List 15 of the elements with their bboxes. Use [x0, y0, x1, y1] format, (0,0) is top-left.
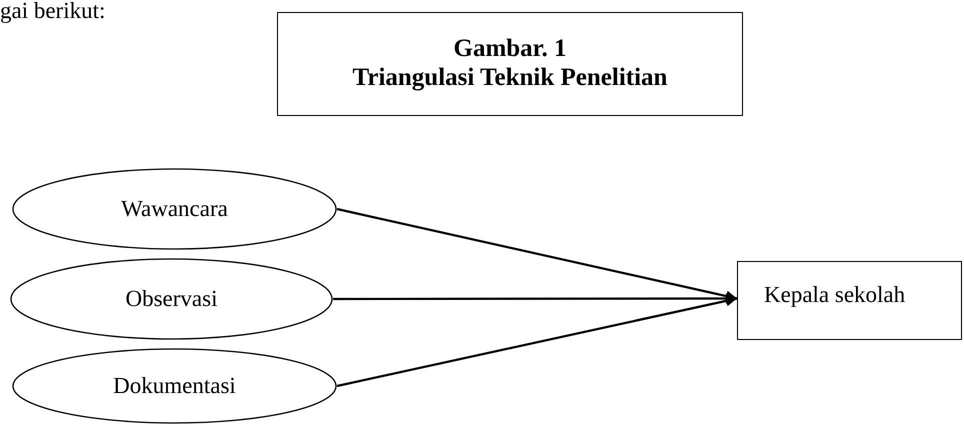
caption-box	[277, 12, 743, 116]
node-label: Wawancara	[121, 196, 228, 222]
node-label: Observasi	[126, 286, 218, 312]
body-text: gai berikut:	[0, 0, 106, 24]
arrow	[336, 295, 738, 388]
node-label: Kepala sekolah	[764, 282, 906, 309]
process-box	[737, 261, 962, 340]
caption-text: Triangulasi Teknik Penelitian	[352, 64, 668, 93]
ellipse-node	[12, 348, 337, 424]
ellipse-node	[10, 258, 333, 340]
arrow	[336, 208, 738, 302]
ellipse-node	[12, 168, 337, 250]
arrow	[333, 293, 737, 304]
node-label: Dokumentasi	[113, 372, 236, 400]
caption-text: Gambar. 1	[454, 35, 566, 64]
